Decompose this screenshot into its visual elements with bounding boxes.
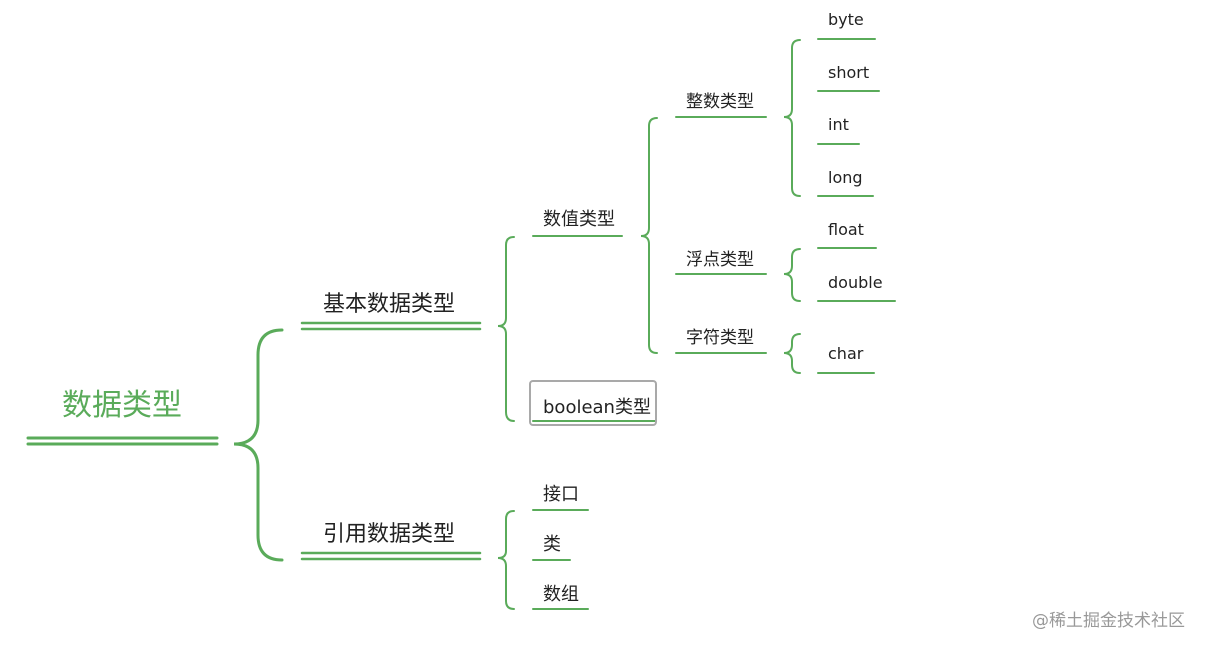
reference-brace <box>497 510 515 610</box>
float-types-node[interactable]: 浮点类型 <box>686 250 754 270</box>
root-brace <box>233 328 284 562</box>
double-node[interactable]: double <box>828 273 883 292</box>
char-brace <box>783 333 801 374</box>
basic-brace <box>497 236 515 422</box>
char-types-node[interactable]: 字符类型 <box>686 328 754 348</box>
numeric-brace <box>640 117 658 354</box>
int-node[interactable]: int <box>828 115 849 134</box>
root-node[interactable]: 数据类型 <box>62 388 182 423</box>
boolean-types-node[interactable]: boolean类型 <box>543 397 651 418</box>
float-node[interactable]: float <box>828 220 864 239</box>
class-node[interactable]: 类 <box>543 534 561 555</box>
interface-node[interactable]: 接口 <box>543 484 579 505</box>
numeric-types-node[interactable]: 数值类型 <box>543 209 615 230</box>
integer-types-node[interactable]: 整数类型 <box>686 92 754 112</box>
watermark: @稀土掘金技术社区 <box>1032 611 1185 631</box>
integer-brace <box>783 39 801 197</box>
boolean-node-selection <box>529 380 657 426</box>
byte-node[interactable]: byte <box>828 10 864 29</box>
reference-types-node[interactable]: 引用数据类型 <box>323 522 456 547</box>
array-node[interactable]: 数组 <box>543 584 579 605</box>
char-node[interactable]: char <box>828 344 864 363</box>
basic-types-node[interactable]: 基本数据类型 <box>323 292 456 317</box>
float-brace <box>783 248 801 302</box>
long-node[interactable]: long <box>828 168 863 187</box>
short-node[interactable]: short <box>828 63 870 82</box>
